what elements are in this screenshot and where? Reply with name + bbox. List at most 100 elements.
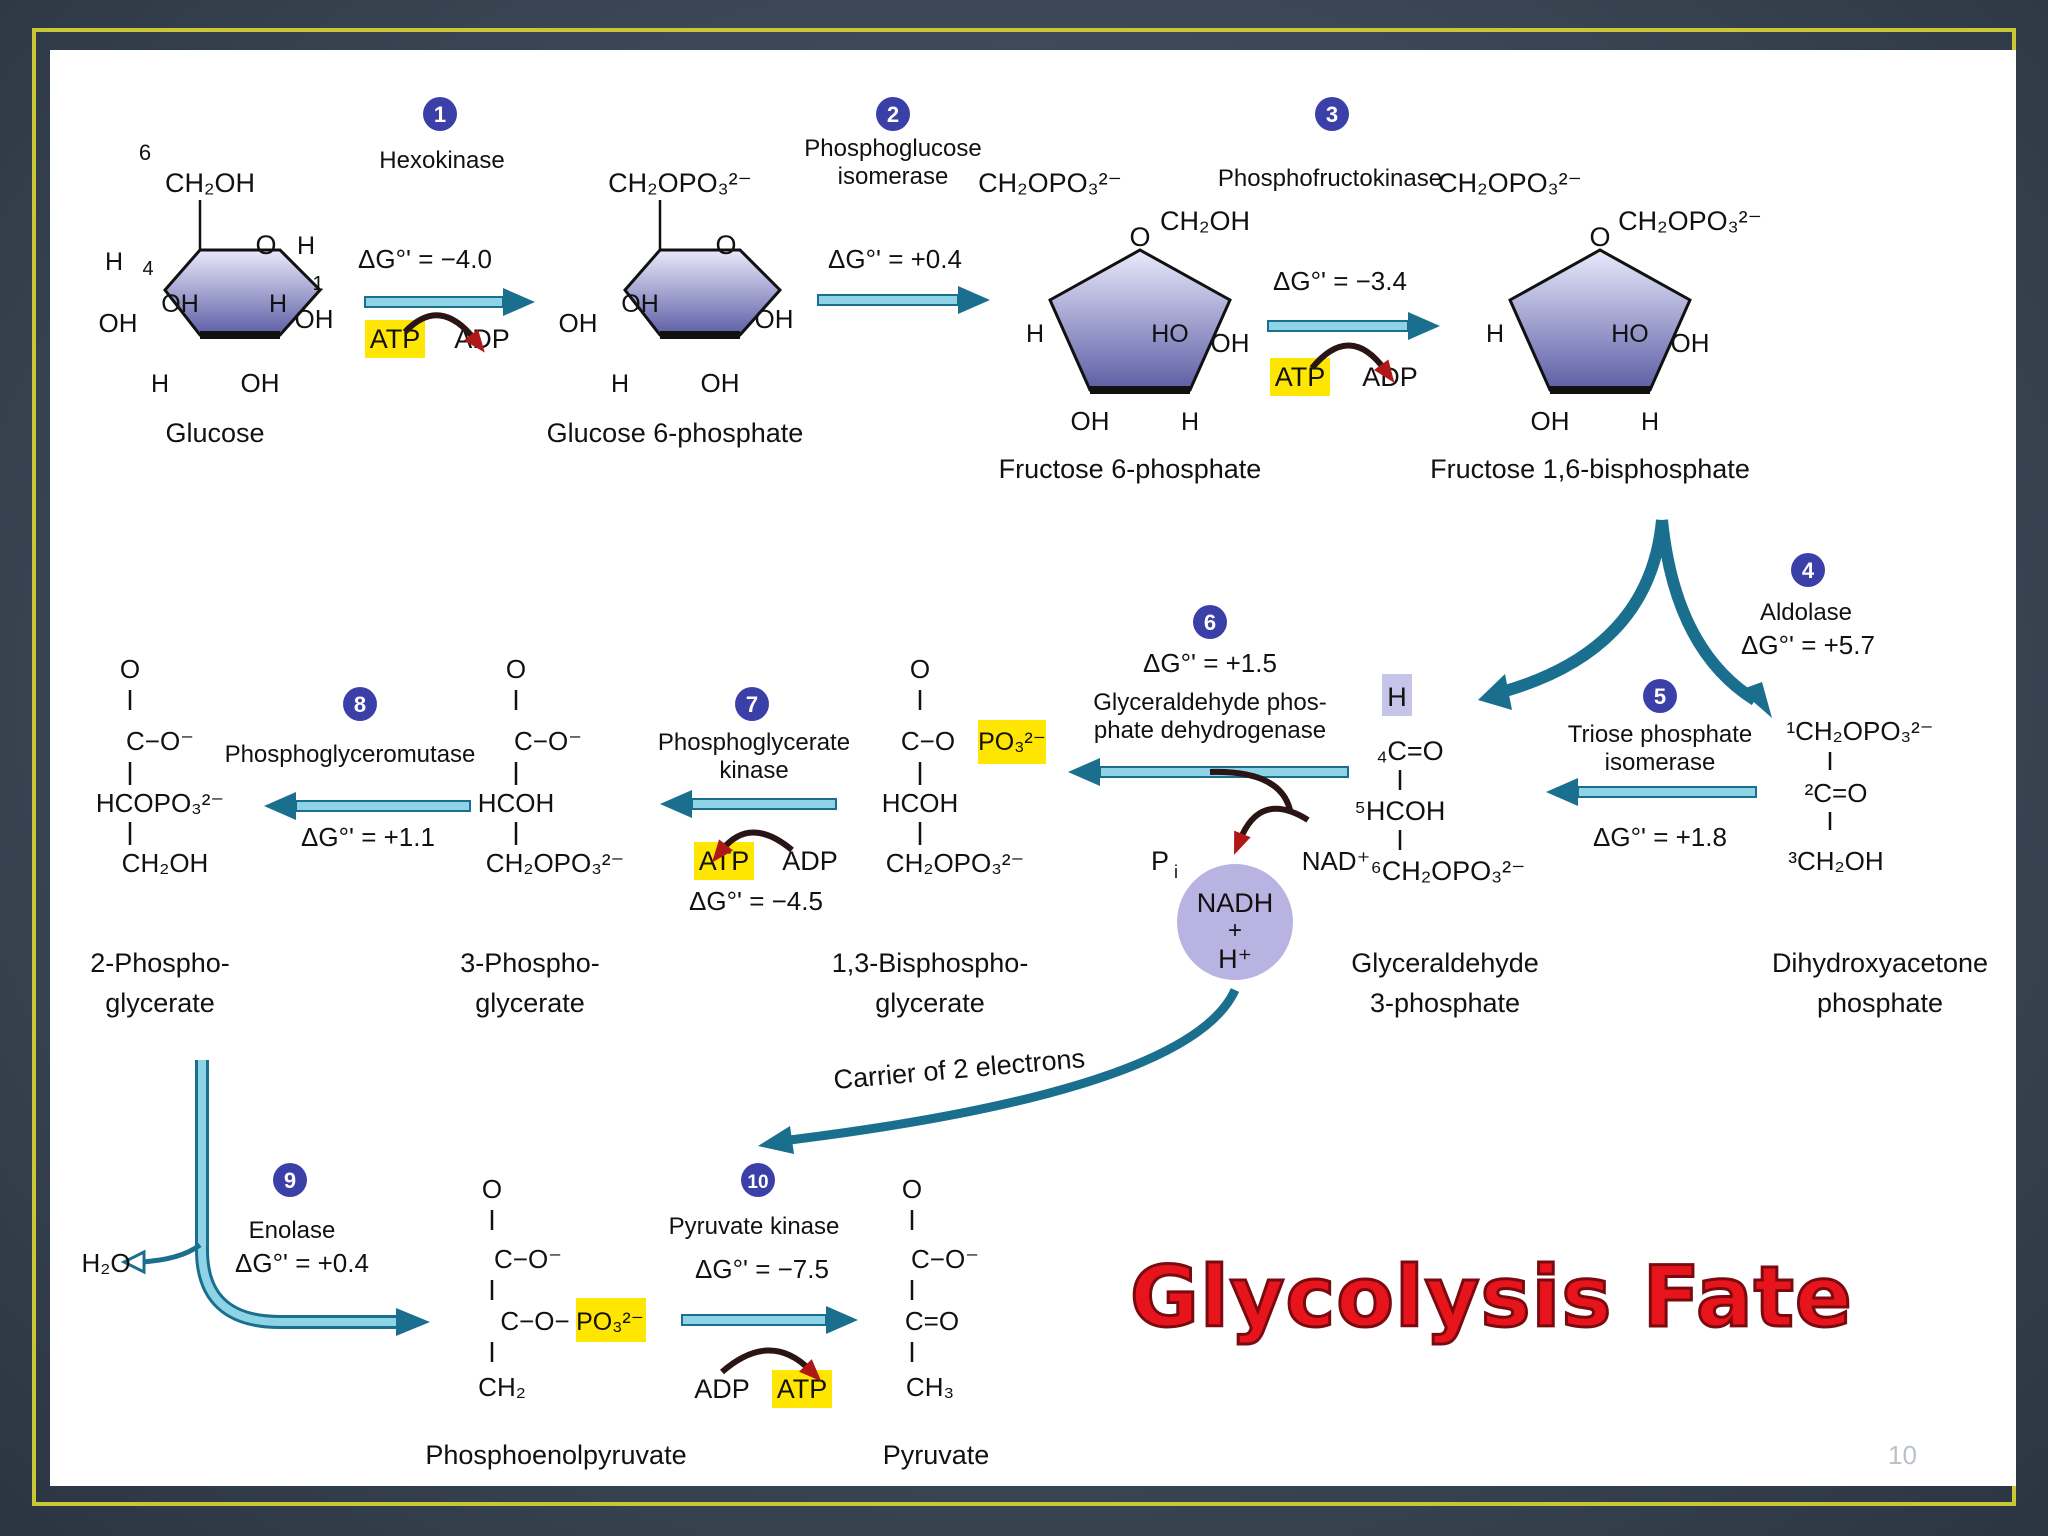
electron-carrier-arrow (789, 988, 1240, 1145)
aldolase-arrow-left-head (1478, 674, 1512, 710)
f16bp-ho: HO (1611, 320, 1649, 348)
step2-deltag: ΔG°' = +0.4 (828, 244, 962, 274)
f16bp-h: H (1486, 320, 1504, 348)
step-badge-8 (343, 687, 377, 721)
step1-curl-head (464, 329, 485, 353)
2pg-o: O (120, 654, 140, 684)
step7-arrow-shaft (691, 798, 837, 810)
step-number-7: 7 (746, 692, 758, 717)
step-badge-7 (735, 687, 769, 721)
slide-title: Glycolysis Fate (1129, 1247, 1854, 1348)
step1-deltag: ΔG°' = −4.0 (358, 244, 492, 274)
f6p-oh: OH (1211, 328, 1250, 358)
step-number-10: 10 (747, 1172, 768, 1193)
3pg-c3: CH₂OPO₃²⁻ (486, 848, 624, 878)
nadh-plus: + (1228, 917, 1242, 944)
electron-carrier-arrow-head (758, 1126, 794, 1154)
bpg-c2: HCOH (882, 788, 959, 818)
step6-curl-2-head (1234, 830, 1251, 855)
step1-curl (402, 312, 478, 342)
step6-arrow-head (1068, 758, 1100, 786)
g6p-ring-o: O (715, 230, 736, 260)
step8-arrow-shaft (295, 800, 471, 812)
pep-c2: C−O− (500, 1306, 569, 1336)
step3-curl (1309, 342, 1388, 372)
g3p-label: Glyceraldehyde (1351, 948, 1539, 978)
glucose-c4-label: 4 (142, 258, 153, 280)
pep-label: Phosphoenolpyruvate (425, 1440, 686, 1470)
water-arrow-head (120, 1249, 146, 1275)
pep-phosphate-highlight (576, 1298, 646, 1342)
step-badge-1 (423, 97, 457, 131)
pi-label: P (1151, 846, 1169, 876)
2pg-c2: HCOPO₃²⁻ (96, 788, 224, 818)
f6p-ring (1048, 248, 1232, 392)
enolase-arrow-head (396, 1308, 430, 1336)
glucose-c6-label: 6 (139, 140, 151, 165)
step2-arrow-shaft (817, 294, 959, 306)
2pg-label: 2-Phospho- (90, 948, 230, 978)
pgm-label: Phosphoglyceromutase (225, 741, 476, 768)
f16bp-oh: OH (1671, 328, 1710, 358)
step7-curl (719, 829, 794, 853)
step10-atp-highlight (772, 1370, 832, 1408)
g6p-oh: OH (701, 368, 740, 398)
3pg-c2: HCOH (478, 788, 555, 818)
step3-arrow-head (1408, 312, 1440, 340)
aldolase-label: Aldolase (1760, 599, 1852, 626)
gapdh-label: Glyceraldehyde phos- (1093, 689, 1326, 716)
step10-curl-head (799, 1359, 822, 1382)
step5-arrow-head (1546, 778, 1578, 806)
f6p-oh: OH (1071, 406, 1110, 436)
pfk-label: Phosphofructokinase (1218, 165, 1442, 192)
pyruvate-c3: CH₃ (906, 1372, 954, 1402)
2pg-c3: CH₂OH (122, 848, 209, 878)
glucose-oh: OH (161, 290, 199, 318)
glucose-oh: OH (99, 308, 138, 338)
f16bp-label: Fructose 1,6-bisphosphate (1430, 454, 1750, 484)
step3-arrow-shaft (1267, 320, 1409, 332)
step5-arrow-shaft (1577, 786, 1757, 798)
step-number-5: 5 (1654, 684, 1666, 709)
step-number-4: 4 (1802, 558, 1815, 583)
aldolase-arrow-left (1500, 519, 1668, 698)
step8-arrow-head (264, 792, 296, 820)
dhap-c1: ¹CH₂OPO₃²⁻ (1786, 716, 1933, 746)
step-badge-10 (741, 1163, 775, 1197)
pyruvate-o: O (902, 1174, 922, 1204)
step-number-2: 2 (887, 102, 899, 127)
nad-label: NAD⁺ (1302, 846, 1371, 876)
nadh-circle (1177, 864, 1293, 980)
glucose-ch2oh: CH₂OH (165, 168, 255, 198)
gapdh-label-2: phate dehydrogenase (1094, 717, 1326, 744)
g6p-oh: OH (621, 290, 659, 318)
glucose-oh: OH (295, 304, 334, 334)
g3p-c5: ⁵HCOH (1355, 796, 1446, 826)
step-number-6: 6 (1204, 610, 1216, 635)
tpi-label: Triose phosphate (1568, 721, 1753, 748)
step4-deltag: ΔG°' = +5.7 (1741, 630, 1875, 660)
step-badge-4 (1791, 553, 1825, 587)
pyruvate-c2: C=O (905, 1306, 959, 1336)
bpg-phosphate-highlight (978, 720, 1046, 764)
g3p-c6: ⁶CH₂OPO₃²⁻ (1371, 856, 1526, 886)
step1-arrow-shaft (364, 296, 504, 308)
aldolase-arrow-right-head (1740, 682, 1772, 718)
f16bp-phosphate-2: CH₂OPO₃²⁻ (1618, 206, 1762, 236)
g6p-oh: OH (755, 304, 794, 334)
f6p-ho: HO (1151, 320, 1189, 348)
step-badge-9 (273, 1163, 307, 1197)
step10-adp: ADP (694, 1374, 750, 1404)
page-number: 10 (1888, 1440, 1917, 1470)
step-number-1: 1 (434, 102, 446, 127)
step3-curl-head (1374, 359, 1395, 383)
pyruvate-kinase-label: Pyruvate kinase (669, 1213, 840, 1240)
nadh-label: NADH (1197, 888, 1274, 918)
nadh-h-label: H⁺ (1218, 944, 1252, 974)
glucose-ring-o: O (255, 230, 276, 260)
g6p-oh: OH (559, 308, 598, 338)
f6p-ch2oh: CH₂OH (1160, 206, 1250, 236)
